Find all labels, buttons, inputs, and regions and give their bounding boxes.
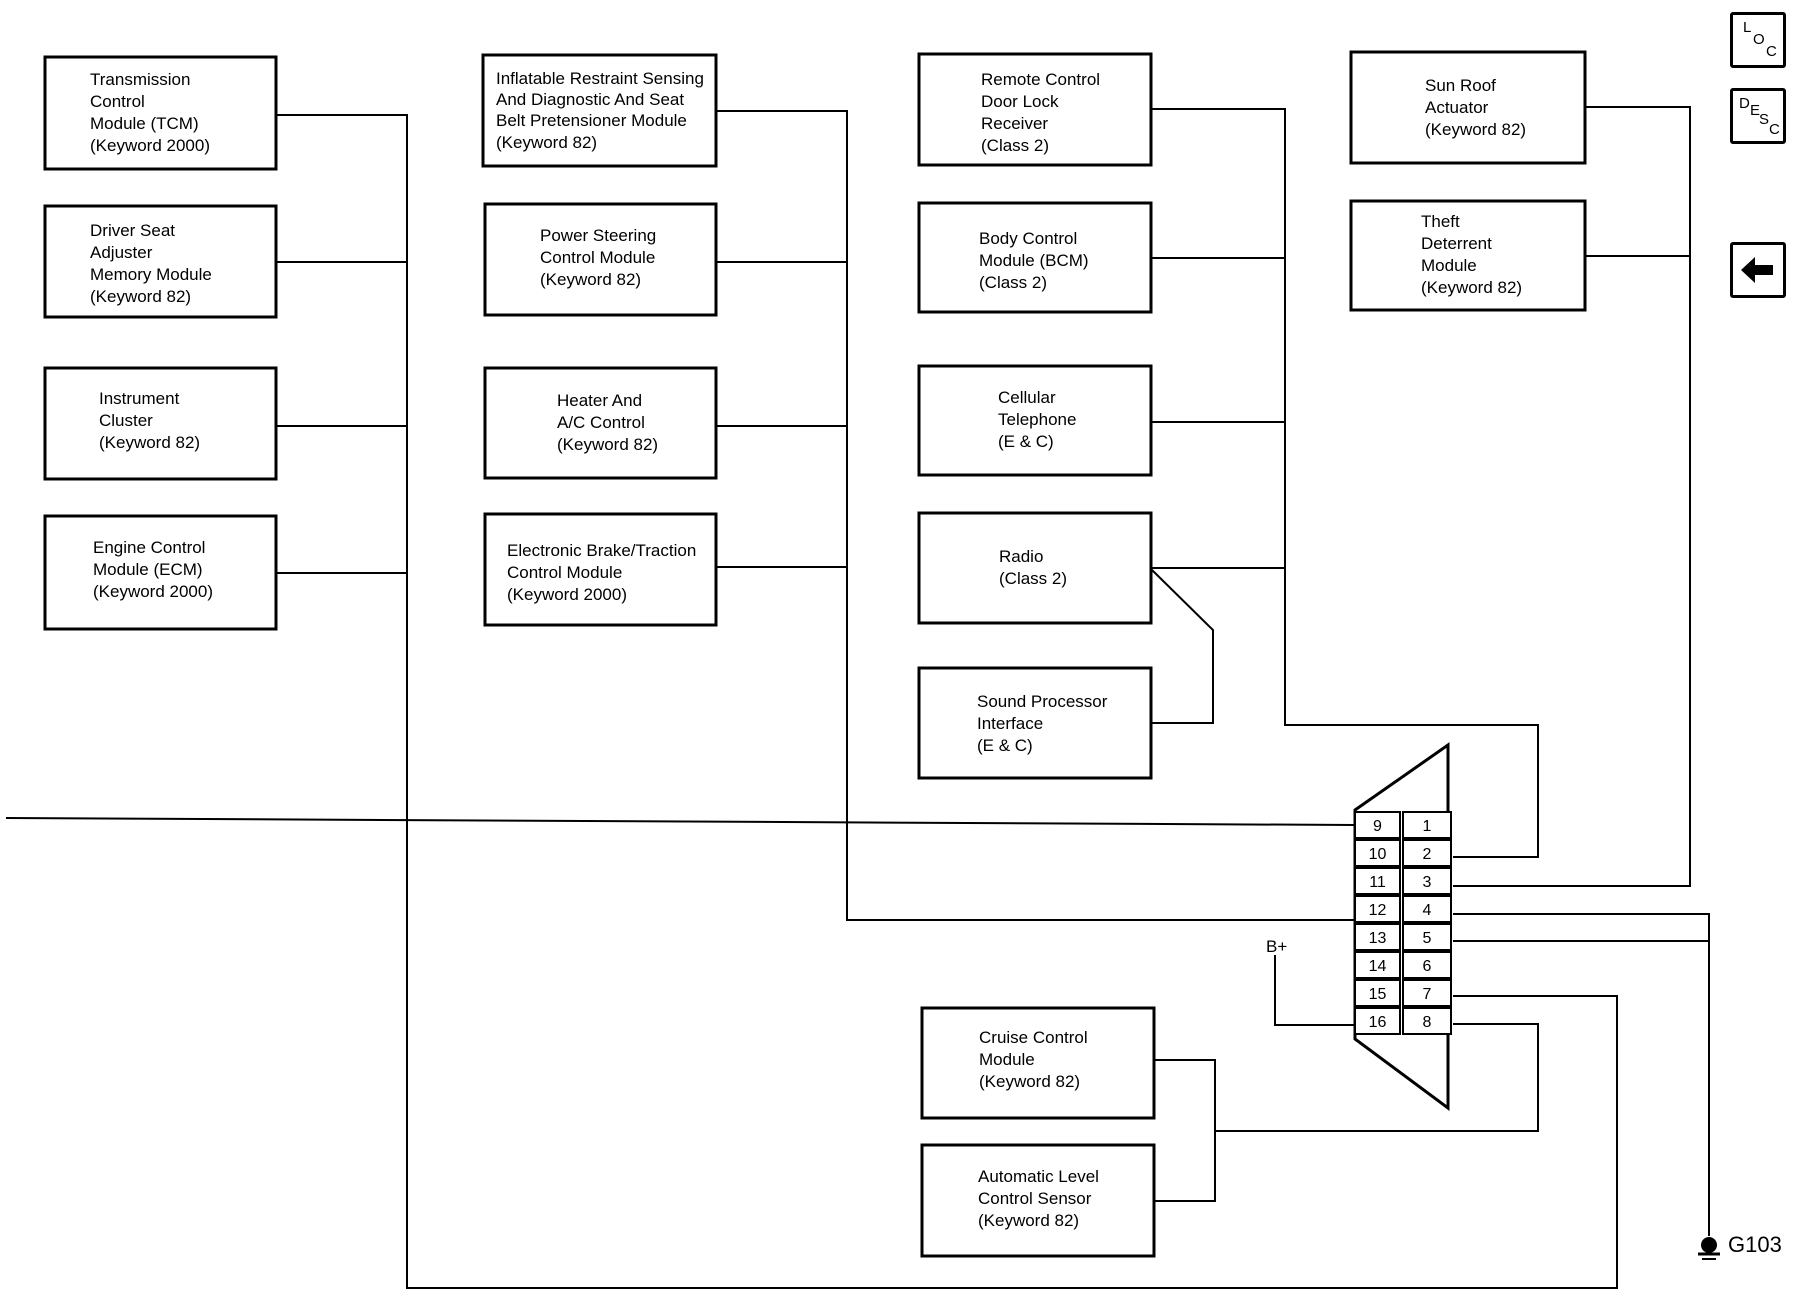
brake-module-box xyxy=(483,512,718,627)
desc-letter-4: C xyxy=(1769,121,1780,138)
wire-col3-bus xyxy=(1152,108,1539,858)
connector-pin-label: 4 xyxy=(1423,902,1432,919)
level-sensor-module-box xyxy=(920,1143,1156,1258)
wire-radio-sound xyxy=(1151,569,1214,724)
cellular-module-box xyxy=(917,364,1153,477)
desc-letter-1: D xyxy=(1739,95,1750,112)
ecm-module-label: Engine Control Module (ECM) (Keyword 200… xyxy=(93,538,213,601)
connector-pin-cell xyxy=(1354,839,1401,867)
bcm-module-box xyxy=(917,201,1153,314)
data-link-connector: 9 1 10 2 11 3 12 4 13 5 14 6 15 7 16 8 xyxy=(1353,742,1452,1111)
wire-col5-bus xyxy=(1215,1023,1539,1132)
connector-pin-cell xyxy=(1354,979,1401,1007)
connector-pin-label: 8 xyxy=(1423,1014,1432,1031)
loc-button[interactable]: L O C xyxy=(1730,12,1786,68)
wire-b-plus xyxy=(1274,955,1355,1026)
sound-processor-module-label: Sound Processor Interface (E & C) xyxy=(977,692,1112,755)
seat-module-label: Driver Seat Adjuster Memory Module (Keyw… xyxy=(90,221,217,306)
tcm-module-label: Transmission Control Module (TCM) (Keywo… xyxy=(90,70,210,155)
radio-module-label: Radio (Class 2) xyxy=(999,547,1067,588)
b-plus-label: B+ xyxy=(1266,937,1287,956)
connector-pin-label: 16 xyxy=(1369,1014,1387,1031)
loc-letter-2: O xyxy=(1753,31,1765,48)
connector-pin-label: 9 xyxy=(1373,818,1382,835)
connector-pin-label: 10 xyxy=(1369,846,1387,863)
cluster-module-label: Instrument Cluster (Keyword 82) xyxy=(99,389,200,452)
cruise-module-box xyxy=(920,1006,1156,1120)
cellular-module-label: Cellular Telephone (E & C) xyxy=(998,388,1081,451)
connector-pin-cell xyxy=(1354,1007,1401,1035)
wire-pin9-left xyxy=(5,817,1356,826)
connector-pin-label: 6 xyxy=(1423,958,1432,975)
bcm-module-label: Body Control Module (BCM) (Class 2) xyxy=(979,229,1093,292)
ground-label: G103 xyxy=(1728,1232,1782,1257)
theft-module-label: Theft Deterrent Module (Keyword 82) xyxy=(1421,212,1522,297)
connector-pin-cell xyxy=(1402,895,1452,923)
inflatable-module-label: Inflatable Restraint Sensing And Diagnos… xyxy=(496,69,709,152)
connector-pin-label: 12 xyxy=(1369,902,1387,919)
modules: Transmission Control Module (TCM) (Keywo… xyxy=(43,50,1587,1258)
loc-letter-3: C xyxy=(1766,43,1777,60)
connector-pin-cell xyxy=(1402,839,1452,867)
wire-cruise xyxy=(1155,1059,1216,1202)
connector-pin-label: 13 xyxy=(1369,930,1387,947)
left-arrow-icon xyxy=(1741,257,1773,283)
connector-pin-cell xyxy=(1354,867,1401,895)
connector-pin-cell xyxy=(1354,811,1401,839)
door-lock-module-label: Remote Control Door Lock Receiver (Class… xyxy=(981,70,1105,155)
power-steering-module-box xyxy=(483,202,718,317)
connector-pin-cell xyxy=(1354,951,1401,979)
theft-module-box xyxy=(1349,199,1587,312)
wire-col1-bus xyxy=(276,114,1618,1289)
connector-pin-label: 2 xyxy=(1423,846,1432,863)
desc-button[interactable]: D E S C xyxy=(1730,88,1786,144)
desc-letter-2: E xyxy=(1750,102,1761,119)
connector-pin-cell xyxy=(1402,979,1452,1007)
heater-module-label: Heater And A/C Control (Keyword 82) xyxy=(557,391,658,454)
wire-col4-bus xyxy=(1453,106,1691,887)
cruise-module-label: Cruise Control Module (Keyword 82) xyxy=(979,1028,1092,1091)
brake-module-label: Electronic Brake/Traction Control Module… xyxy=(507,541,701,604)
desc-letter-3: S xyxy=(1759,111,1770,128)
back-button[interactable] xyxy=(1730,242,1786,298)
connector-pin-cell xyxy=(1354,923,1401,951)
connector-pin-label: 5 xyxy=(1423,930,1432,947)
connector-pin-grid: 9 1 10 2 11 3 12 4 13 5 14 6 15 7 16 8 xyxy=(1354,811,1452,1035)
connector-pin-cell xyxy=(1402,811,1452,839)
ground-symbol-icon xyxy=(1698,1237,1720,1260)
connector-pin-label: 15 xyxy=(1369,986,1387,1003)
wiring xyxy=(5,106,1710,1289)
radio-module-box xyxy=(917,511,1153,625)
connector-pin-cell xyxy=(1402,1007,1452,1035)
tcm-module-box xyxy=(43,55,278,171)
seat-module-box xyxy=(43,204,278,319)
heater-module-box xyxy=(483,366,718,480)
sunroof-module-box xyxy=(1349,50,1587,165)
connector-pin-cell xyxy=(1402,951,1452,979)
connector-pin-cell xyxy=(1402,923,1452,951)
connector-pin-label: 14 xyxy=(1369,958,1387,975)
connector-pin-label: 11 xyxy=(1369,874,1386,891)
level-sensor-module-label: Automatic Level Control Sensor (Keyword … xyxy=(978,1167,1104,1230)
connector-pin-cell xyxy=(1402,867,1452,895)
connector-pin-cell xyxy=(1354,895,1401,923)
sunroof-module-label: Sun Roof Actuator (Keyword 82) xyxy=(1425,76,1526,139)
loc-letter-1: L xyxy=(1743,19,1752,36)
connector-pin-label: 7 xyxy=(1423,986,1432,1003)
inflatable-module-box xyxy=(481,53,718,168)
door-lock-module-box xyxy=(917,52,1153,167)
connector-pin-label: 1 xyxy=(1423,818,1432,835)
sound-processor-module-box xyxy=(917,666,1153,780)
wire-pin4-ground xyxy=(1453,913,1710,1236)
ecm-module-box xyxy=(43,514,278,631)
power-steering-module-label: Power Steering Control Module (Keyword 8… xyxy=(540,226,661,289)
wire-col2-bus xyxy=(684,110,1355,921)
connector-pin-label: 3 xyxy=(1423,874,1432,891)
cluster-module-box xyxy=(43,366,278,481)
